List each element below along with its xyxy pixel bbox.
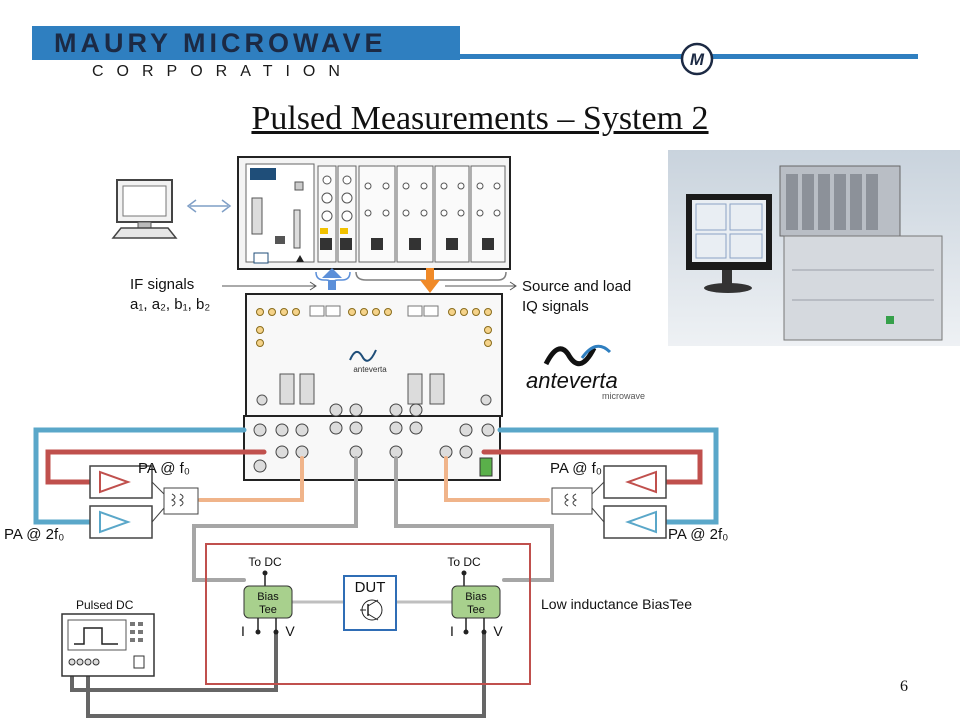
maury-logo-icon: M bbox=[680, 42, 714, 76]
if-arrow-icon bbox=[322, 268, 342, 290]
low-inductance-label: Low inductance BiasTee bbox=[541, 596, 692, 612]
bidirectional-arrow-icon bbox=[186, 199, 232, 213]
svg-text:Tee: Tee bbox=[259, 604, 277, 616]
pulsed-dc-label: Pulsed DC bbox=[76, 598, 134, 612]
svg-text:microwave: microwave bbox=[602, 391, 645, 401]
svg-text:anteverta: anteverta bbox=[526, 368, 618, 393]
iq-arrow-icon bbox=[420, 268, 440, 293]
anteverta-logo: anteverta microwave bbox=[526, 344, 645, 401]
bias-tee-right-label: Bias bbox=[465, 591, 487, 603]
dut-label: DUT bbox=[355, 579, 386, 596]
pa-f0-right-label: PA @ f₀ bbox=[550, 460, 603, 477]
svg-text:V: V bbox=[493, 623, 503, 639]
pa-left bbox=[89, 465, 199, 539]
pa-f0-left-label: PA @ f₀ bbox=[138, 460, 191, 477]
to-dc-right-label: To DC bbox=[447, 555, 481, 569]
page-number: 6 bbox=[900, 678, 908, 695]
pa-2f0-left-label: PA @ 2f₀ bbox=[4, 526, 65, 543]
pxi-connectors bbox=[321, 175, 501, 222]
page-title: Pulsed Measurements – System 2 bbox=[251, 100, 709, 137]
company-subtitle: CORPORATION bbox=[92, 63, 353, 80]
svg-text:anteverta: anteverta bbox=[353, 365, 387, 374]
if-waves-label: a₁, a₂, b₁, b₂ bbox=[130, 296, 211, 313]
pxi-chassis bbox=[237, 156, 511, 270]
dut-transistor-icon bbox=[343, 575, 397, 631]
svg-text:V: V bbox=[285, 623, 295, 639]
system-photo bbox=[668, 150, 960, 346]
company-name: MAURY MICROWAVE bbox=[54, 28, 387, 58]
bias-tee-right bbox=[451, 570, 501, 635]
svg-text:Tee: Tee bbox=[467, 604, 485, 616]
computer-icon bbox=[111, 179, 178, 239]
bias-tee-left bbox=[243, 570, 293, 635]
iq-signals-label: IQ signals bbox=[522, 298, 589, 315]
svg-text:M: M bbox=[690, 50, 705, 69]
if-signals-label: IF signals bbox=[130, 276, 195, 293]
logo-bar bbox=[32, 26, 460, 60]
pa-right bbox=[551, 465, 667, 539]
tuner-box bbox=[243, 403, 501, 481]
pulsed-dc-instrument bbox=[61, 613, 155, 677]
to-dc-left-label: To DC bbox=[248, 555, 282, 569]
svg-text:I: I bbox=[241, 623, 245, 639]
bias-tee-left-label: Bias bbox=[257, 591, 279, 603]
anteverta-box: anteverta bbox=[245, 293, 503, 417]
source-load-label: Source and load bbox=[522, 278, 632, 295]
svg-text:I: I bbox=[450, 623, 454, 639]
pa-2f0-right-label: PA @ 2f₀ bbox=[668, 526, 729, 543]
